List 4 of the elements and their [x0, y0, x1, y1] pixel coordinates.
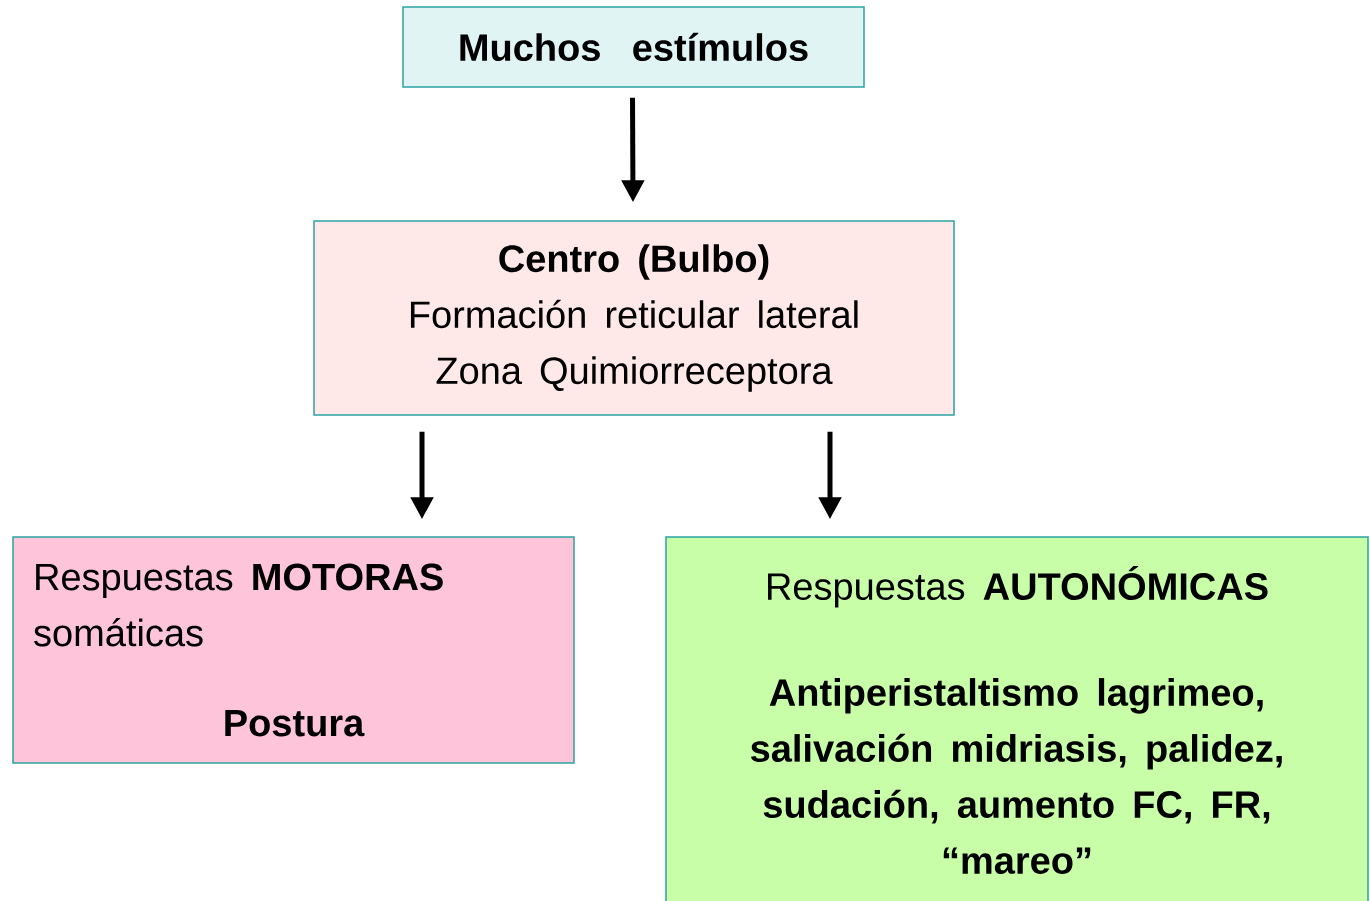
text-box: Respuestas MOTORAS somáticas Postura — [12, 536, 575, 764]
text-box: Centro (Bulbo) Formación reticular lateral Zona Quimiorreceptora — [313, 220, 955, 416]
text-box: Respuestas AUTONÓMICAS Antiperistaltismo lagrimeo, salivación midriasis, palidez, sudación, aumento FC, FR, “mareo” — [665, 536, 1369, 901]
heading-box: Muchos estímulos — [402, 6, 865, 88]
